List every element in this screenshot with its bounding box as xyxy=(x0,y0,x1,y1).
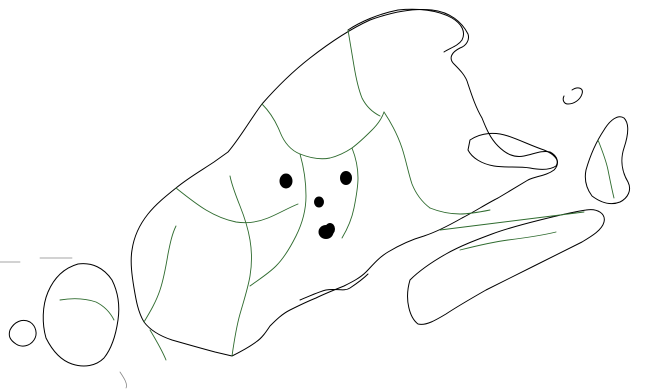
boundary-line xyxy=(261,103,385,160)
fragment-line xyxy=(119,371,127,389)
occurrence-point xyxy=(325,223,335,235)
western-island-coastline xyxy=(42,263,120,367)
occurrence-point xyxy=(279,173,293,189)
boundary-line xyxy=(143,225,177,323)
curl-island-coastline xyxy=(562,87,583,105)
boundary-line xyxy=(347,29,381,117)
occurrence-points xyxy=(279,171,352,239)
boundary-line xyxy=(439,211,585,231)
boundary-line xyxy=(429,207,491,215)
occurrence-point xyxy=(340,171,352,185)
boundary-line xyxy=(597,139,615,199)
mainland-coastline xyxy=(130,9,558,357)
small-island-coastline xyxy=(8,319,37,347)
eastern-peninsula-coastline xyxy=(407,209,605,325)
boundary-line xyxy=(459,231,557,251)
northeastern-island-coastline xyxy=(584,116,631,205)
southern-shore-line xyxy=(299,273,369,301)
boundary-line xyxy=(383,111,431,209)
northern-peninsula-coastline xyxy=(347,8,465,53)
boundary-line xyxy=(341,147,359,239)
coastal-fragments xyxy=(0,257,127,389)
boundary-line xyxy=(149,329,167,361)
boundary-line xyxy=(59,298,115,321)
central-island-coastline xyxy=(467,132,558,170)
boundary-line xyxy=(229,175,252,357)
ecoregion-boundaries xyxy=(59,29,615,361)
boundary-line xyxy=(249,153,307,287)
boundary-line xyxy=(175,187,299,224)
occurrence-point xyxy=(314,196,324,208)
